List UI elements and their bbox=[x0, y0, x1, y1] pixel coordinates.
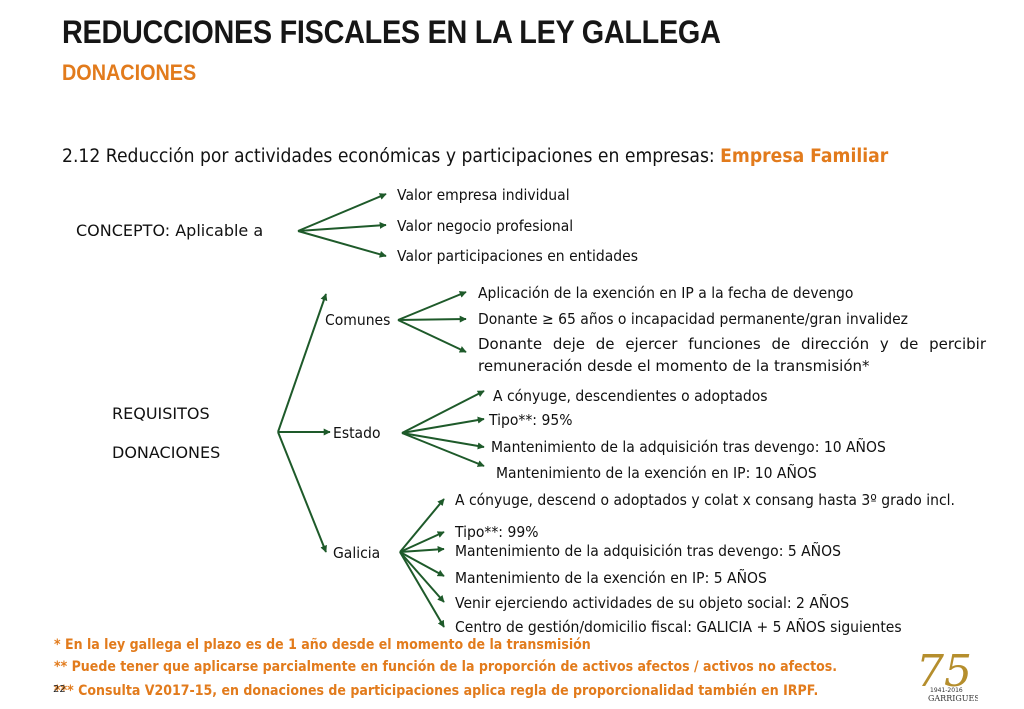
arrow-galicia-3 bbox=[399, 545, 445, 553]
arrow-galicia-4 bbox=[399, 551, 445, 577]
section-heading: 2.12 Reducción por actividades económica… bbox=[62, 146, 888, 167]
arrow-estado-3 bbox=[401, 432, 485, 450]
arrow-estado-1 bbox=[401, 390, 485, 434]
garrigues-logo: 75 1941-2016 GARRIGUES bbox=[914, 646, 980, 704]
logo-number: 75 bbox=[916, 646, 972, 697]
estado-item-4: Mantenimiento de la exención en IP: 10 A… bbox=[496, 464, 817, 482]
arrow-galicia-1 bbox=[399, 498, 445, 553]
arrow-comunes-1 bbox=[397, 291, 467, 321]
page-number: 22 bbox=[53, 684, 66, 695]
arrow-comunes-3 bbox=[397, 319, 467, 353]
requisitos-label: REQUISITOS bbox=[112, 404, 210, 423]
galicia-item-5: Venir ejerciendo actividades de su objet… bbox=[455, 594, 850, 612]
footnote-2: ** Puede tener que aplicarse parcialment… bbox=[54, 659, 838, 675]
section-heading-highlight: Empresa Familiar bbox=[720, 146, 889, 167]
arrow-galicia-2 bbox=[399, 531, 445, 553]
logo-years: 1941-2016 bbox=[930, 687, 963, 694]
arrow-comunes-2 bbox=[397, 315, 467, 323]
arrow-concepto-1 bbox=[297, 193, 387, 232]
section-heading-lead: 2.12 Reducción por actividades económica… bbox=[62, 146, 721, 167]
logo-brand: GARRIGUES bbox=[928, 694, 978, 703]
footnote-3: *** Consulta V2017-15, en donaciones de … bbox=[54, 683, 819, 699]
comunes-item-2: Donante ≥ 65 años o incapacidad permanen… bbox=[478, 310, 909, 328]
estado-item-3: Mantenimiento de la adquisición tras dev… bbox=[491, 438, 886, 456]
galicia-item-3: Mantenimiento de la adquisición tras dev… bbox=[455, 542, 841, 560]
comunes-item-3: Donante deje de ejercer funciones de dir… bbox=[478, 335, 986, 353]
concepto-item-2: Valor negocio profesional bbox=[397, 217, 574, 235]
footnote-1: * En la ley gallega el plazo es de 1 año… bbox=[54, 637, 591, 653]
arrow-estado-2 bbox=[401, 416, 485, 434]
galicia-item-1: A cónyuge, descend o adoptados y colat x… bbox=[455, 491, 955, 509]
arrow-estado-4 bbox=[401, 432, 485, 467]
page-subtitle: DONACIONES bbox=[62, 60, 197, 85]
arrow-concepto-2 bbox=[297, 221, 387, 232]
comunes-label: Comunes bbox=[325, 311, 391, 329]
galicia-item-2: Tipo**: 99% bbox=[455, 523, 539, 541]
page-title: REDUCCIONES FISCALES EN LA LEY GALLEGA bbox=[62, 14, 721, 50]
arrow-galicia-5 bbox=[399, 551, 445, 603]
galicia-item-4: Mantenimiento de la exención en IP: 5 AÑ… bbox=[455, 569, 767, 587]
arrow-galicia-6 bbox=[399, 551, 445, 628]
arrow-req-comunes bbox=[277, 293, 328, 433]
comunes-item-1: Aplicación de la exención en IP a la fec… bbox=[478, 284, 854, 302]
concepto-item-1: Valor empresa individual bbox=[397, 186, 570, 204]
concepto-item-3: Valor participaciones en entidades bbox=[397, 247, 638, 265]
galicia-item-6: Centro de gestión/domicilio fiscal: GALI… bbox=[455, 618, 902, 636]
comunes-item-3-cont: remuneración desde el momento de la tran… bbox=[478, 357, 870, 375]
arrow-concepto-3 bbox=[297, 230, 387, 258]
donaciones-label: DONACIONES bbox=[112, 443, 221, 462]
estado-label: Estado bbox=[333, 424, 381, 442]
estado-item-1: A cónyuge, descendientes o adoptados bbox=[493, 387, 768, 405]
arrow-req-galicia bbox=[277, 431, 327, 553]
galicia-label: Galicia bbox=[333, 544, 381, 562]
logo-75-icon: 75 1941-2016 GARRIGUES bbox=[916, 646, 980, 703]
concepto-label: CONCEPTO: Aplicable a bbox=[76, 221, 264, 240]
estado-item-2: Tipo**: 95% bbox=[489, 411, 573, 429]
